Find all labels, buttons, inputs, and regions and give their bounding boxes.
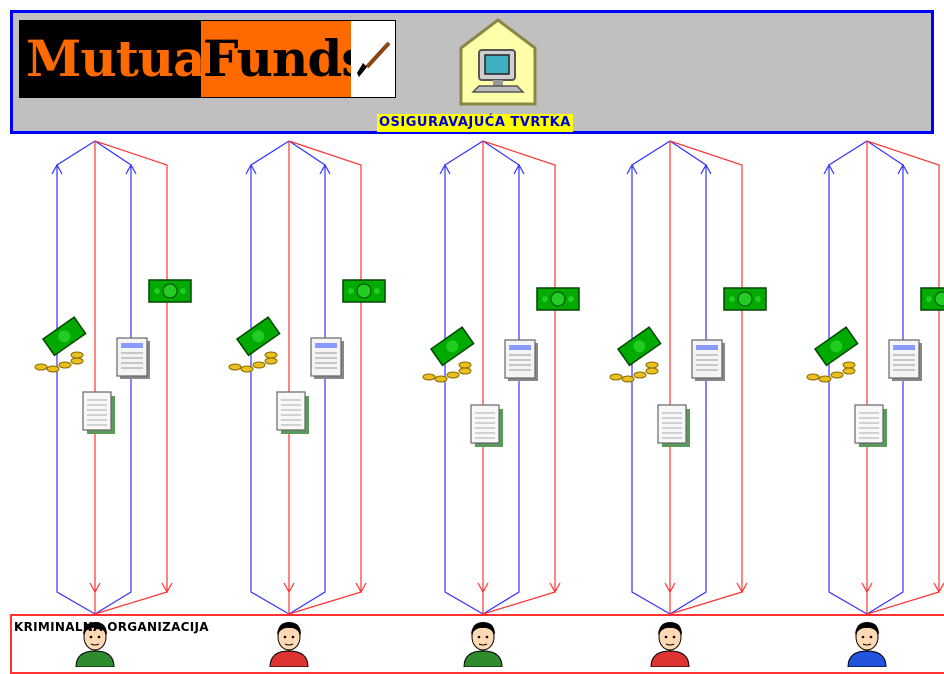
flow-line-down bbox=[866, 140, 940, 615]
flow-line-down bbox=[482, 140, 556, 615]
notepad-document-icon bbox=[854, 404, 887, 447]
money-coins-icon bbox=[422, 326, 475, 383]
flow-column bbox=[34, 140, 192, 615]
money-bill-icon bbox=[723, 287, 767, 311]
form-document-icon bbox=[116, 337, 150, 379]
flow-line-down bbox=[94, 140, 168, 615]
money-bill-icon bbox=[920, 287, 944, 311]
person-icon bbox=[650, 622, 690, 667]
flow-line-up bbox=[250, 140, 290, 615]
person-icon bbox=[269, 622, 309, 667]
mutual-funds-logo: Mutual Funds bbox=[19, 20, 396, 98]
logo-word-funds: Funds bbox=[201, 21, 369, 97]
insurance-company-label: OSIGURAVAJUĆA TVRTKA bbox=[377, 114, 573, 132]
criminal-organization-label: KRIMINALNA ORGANIZACIJA bbox=[14, 620, 209, 634]
flow-column bbox=[609, 140, 767, 615]
flow-line-down bbox=[288, 140, 362, 615]
form-document-icon bbox=[310, 337, 344, 379]
notepad-document-icon bbox=[82, 391, 115, 434]
flow-column bbox=[228, 140, 386, 615]
form-document-icon bbox=[888, 339, 922, 381]
logo-word-mutual: Mutual bbox=[20, 21, 224, 97]
flow-column bbox=[422, 140, 580, 615]
form-document-icon bbox=[691, 339, 725, 381]
person-icon bbox=[847, 622, 887, 667]
money-bill-icon bbox=[536, 287, 580, 311]
notepad-document-icon bbox=[276, 391, 309, 434]
insurance-company-panel: Mutual Funds OSIGURAVAJUĆA TVRTKA bbox=[10, 10, 934, 134]
notepad-document-icon bbox=[657, 404, 690, 447]
money-bill-icon bbox=[148, 279, 192, 303]
money-coins-icon bbox=[806, 326, 859, 383]
person-icon bbox=[463, 622, 503, 667]
money-bill-icon bbox=[342, 279, 386, 303]
flow-line-up bbox=[56, 140, 96, 615]
computer-house-icon bbox=[459, 18, 537, 106]
paintbrush-icon bbox=[351, 21, 395, 97]
money-coins-icon bbox=[228, 316, 281, 373]
form-document-icon bbox=[504, 339, 538, 381]
flow-line-down bbox=[669, 140, 743, 615]
money-coins-icon bbox=[34, 316, 87, 373]
notepad-document-icon bbox=[470, 404, 503, 447]
flow-column bbox=[806, 140, 944, 615]
money-coins-icon bbox=[609, 326, 662, 383]
